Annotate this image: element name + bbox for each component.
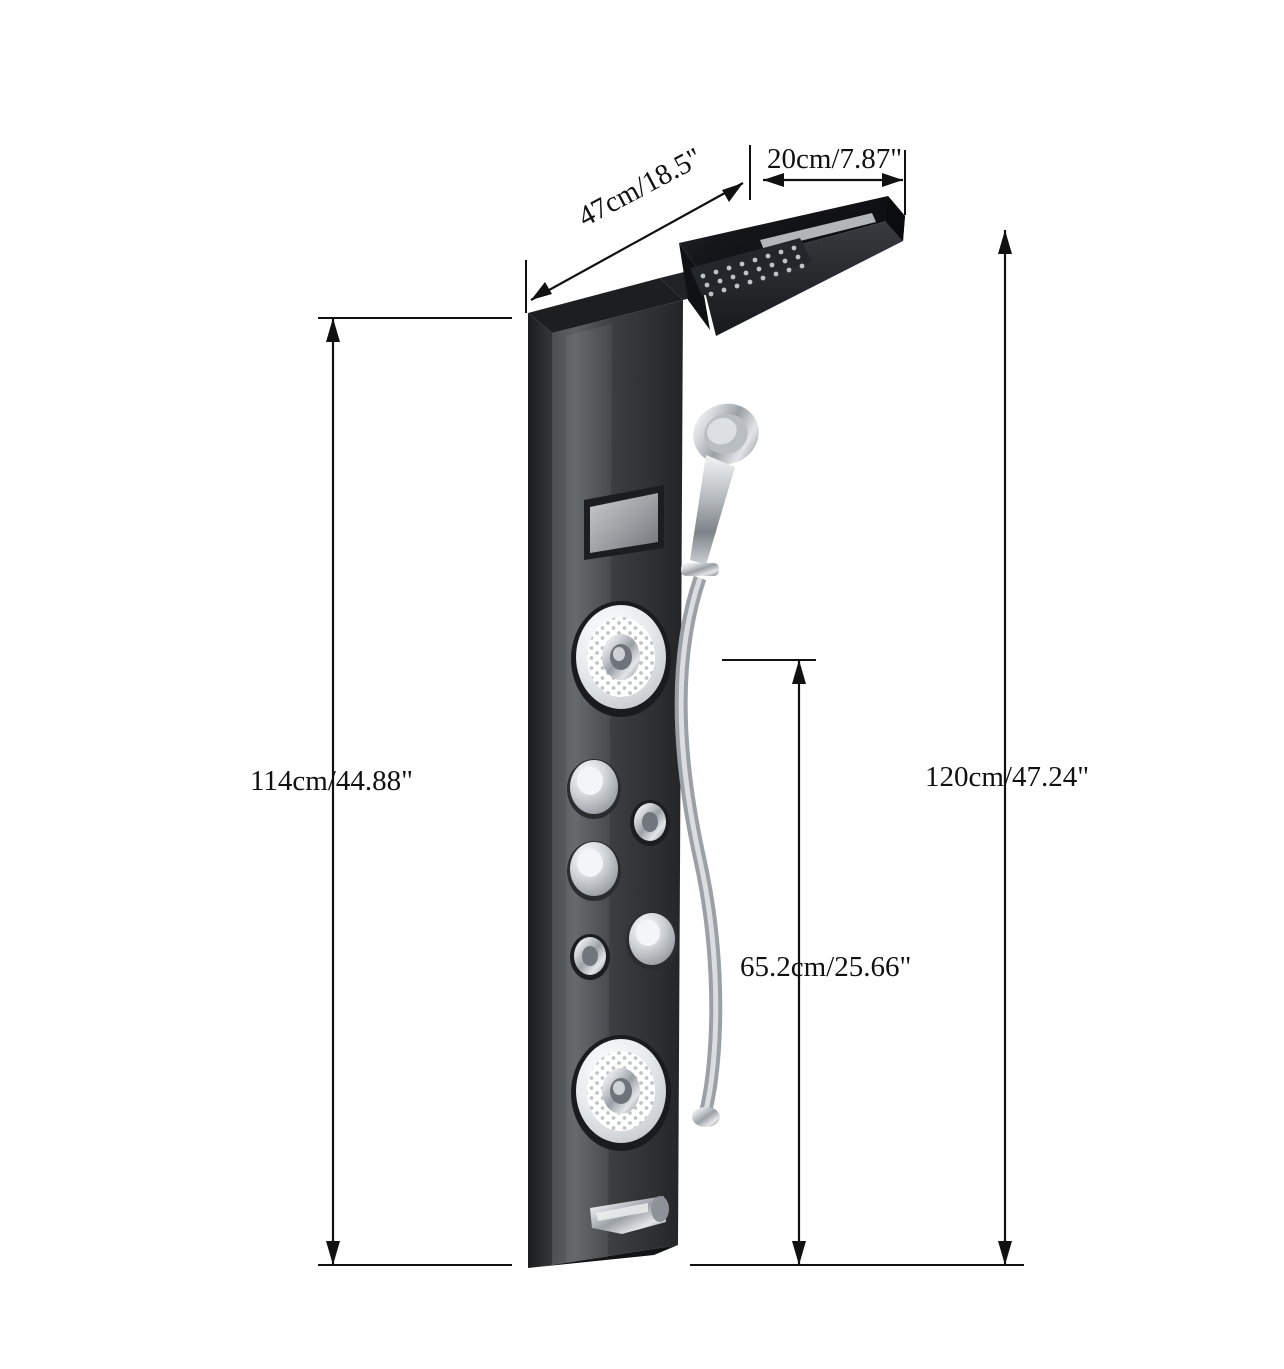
waterfall-slot bbox=[760, 213, 876, 250]
hand-shower-collar bbox=[681, 563, 719, 576]
dim-line-total-height bbox=[690, 230, 1024, 1266]
knob-lower bbox=[567, 841, 621, 901]
hand-shower bbox=[681, 403, 759, 576]
hand-shower-handle bbox=[690, 455, 735, 565]
rain-head-underside bbox=[700, 216, 905, 336]
rain-head-right-edge bbox=[886, 196, 905, 241]
dim-line-hose-height bbox=[722, 659, 816, 1265]
dim-label-depth-top: 20cm/7.87" bbox=[767, 143, 903, 175]
massage-jet-top bbox=[571, 601, 671, 717]
knob-upper bbox=[567, 759, 621, 819]
small-jet-1 bbox=[630, 800, 670, 846]
rain-nozzles bbox=[700, 245, 805, 297]
display-screen bbox=[584, 485, 664, 560]
panel-top-bevel bbox=[528, 278, 683, 333]
small-jet-2 bbox=[570, 934, 610, 980]
dim-label-hose-height: 65.2cm/25.66" bbox=[740, 951, 912, 983]
dim-label-total-height: 120cm/47.24" bbox=[925, 761, 1090, 793]
panel-side-face bbox=[528, 313, 552, 1268]
dim-line-panel-height bbox=[318, 317, 512, 1266]
dim-line-width-top bbox=[525, 145, 751, 313]
massage-jet-bottom bbox=[571, 1035, 671, 1151]
tub-spout bbox=[590, 1196, 669, 1234]
hose-highlight bbox=[678, 577, 719, 1111]
dim-label-panel-height: 114cm/44.88" bbox=[250, 765, 413, 797]
diverter-knob bbox=[626, 912, 678, 970]
dimension-lines bbox=[318, 145, 1024, 1266]
rain-head-left-edge bbox=[679, 243, 710, 330]
dim-line-depth-top bbox=[763, 150, 906, 215]
hose-end-fitting bbox=[692, 1107, 720, 1127]
